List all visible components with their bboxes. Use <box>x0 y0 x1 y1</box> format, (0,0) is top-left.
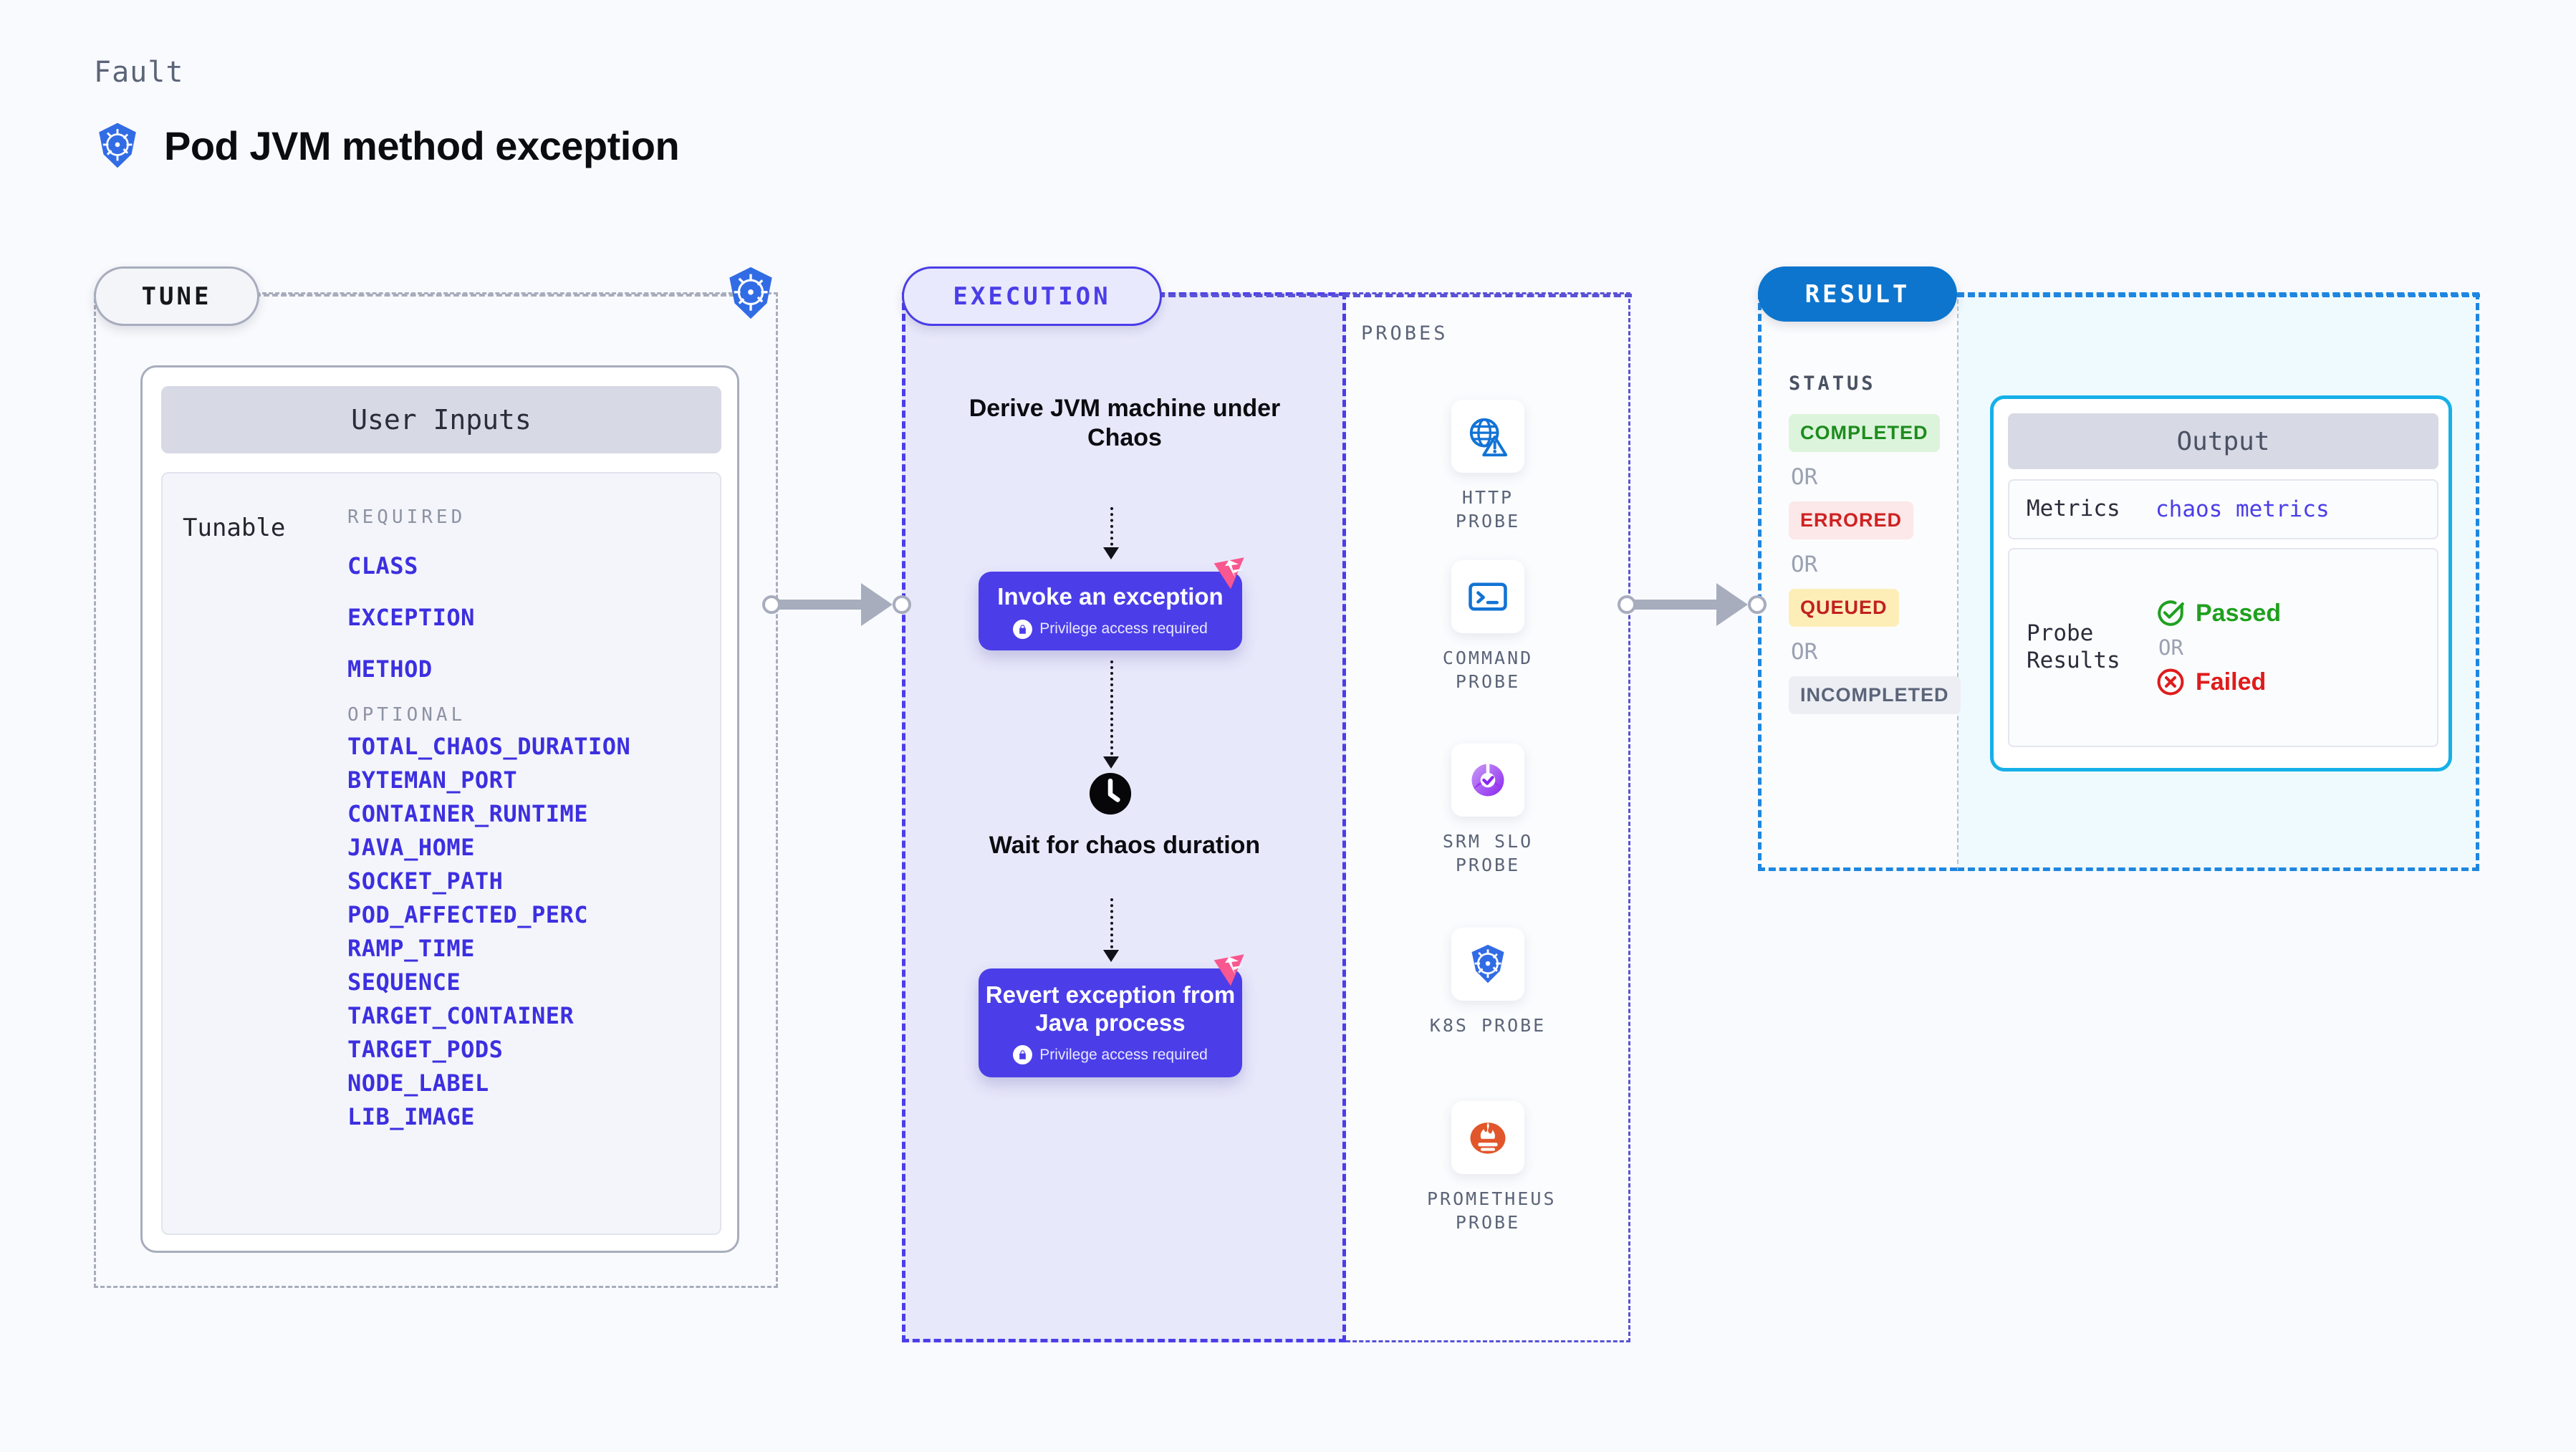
kubernetes-icon <box>1451 928 1524 1001</box>
output-metrics-key: Metrics <box>2027 496 2120 522</box>
execution-step-4-title: Revert exception from Java process <box>985 981 1236 1036</box>
list-item[interactable]: CLASS <box>347 552 418 580</box>
stage-container-tune <box>94 292 778 1288</box>
list-item[interactable]: NODE_LABEL <box>347 1069 489 1097</box>
list-item[interactable]: TARGET_CONTAINER <box>347 1002 575 1029</box>
required-group-label: REQUIRED <box>347 506 466 528</box>
list-item[interactable]: CONTAINER_RUNTIME <box>347 800 589 827</box>
status-badge: QUEUED <box>1789 589 1899 627</box>
list-item[interactable]: JAVA_HOME <box>347 834 475 861</box>
kubernetes-icon <box>99 122 136 168</box>
list-item[interactable]: SOCKET_PATH <box>347 867 504 895</box>
output-metrics-value[interactable]: chaos metrics <box>2156 496 2330 522</box>
probe-result-or-label: OR <box>2158 635 2183 660</box>
check-circle-icon <box>2158 600 2184 626</box>
litmus-logo-icon <box>1213 954 1244 986</box>
execution-header-line <box>1158 294 1632 297</box>
execution-step-2-title: Invoke an exception <box>997 583 1224 610</box>
output-card: Output Metrics chaos metrics Probe Resul… <box>1990 395 2452 771</box>
probe-item-k8s[interactable]: K8S PROBE <box>1427 928 1549 1037</box>
list-item[interactable]: TOTAL_CHAOS_DURATION <box>347 733 631 760</box>
result-header-line <box>1957 294 2480 297</box>
status-badge: INCOMPLETED <box>1789 676 1961 714</box>
fault-kicker: Fault <box>94 56 184 89</box>
status-badge: COMPLETED <box>1789 414 1940 452</box>
status-or-label: OR <box>1791 552 1818 577</box>
optional-parameter-list: TOTAL_CHAOS_DURATION BYTEMAN_PORT CONTAI… <box>347 733 706 1130</box>
output-metrics-row: Metrics chaos metrics <box>2008 479 2438 539</box>
page-title: Pod JVM method exception <box>164 122 680 168</box>
probe-label: PROMETHEUS PROBE <box>1427 1188 1557 1233</box>
slo-gauge-icon <box>1451 744 1524 817</box>
list-item[interactable]: BYTEMAN_PORT <box>347 766 518 794</box>
status-badge: ERRORED <box>1789 501 1914 539</box>
list-item[interactable]: LIB_IMAGE <box>347 1103 475 1130</box>
stage-pill-execution[interactable]: EXECUTION <box>902 266 1162 326</box>
lock-icon <box>1013 1045 1033 1065</box>
stage-pill-tune[interactable]: TUNE <box>94 266 259 326</box>
probe-label: COMMAND PROBE <box>1442 648 1534 692</box>
tunable-row-label: Tunable <box>183 514 286 542</box>
probe-item-prometheus[interactable]: PROMETHEUS PROBE <box>1427 1101 1557 1234</box>
probe-label: K8S PROBE <box>1429 1015 1547 1036</box>
globe-alert-icon <box>1451 400 1524 473</box>
tune-header-line <box>255 294 735 297</box>
output-probe-results-key: Probe Results <box>2027 620 2120 673</box>
execution-step-1-text: Derive JVM machine under Chaos <box>969 395 1281 452</box>
litmus-logo-icon <box>1213 557 1244 590</box>
user-inputs-card-body: Tunable REQUIRED CLASS EXCEPTION METHOD … <box>161 472 721 1235</box>
stage-pill-result[interactable]: RESULT <box>1758 266 1957 322</box>
status-list: COMPLETED OR ERRORED OR QUEUED OR INCOMP… <box>1789 414 1961 714</box>
list-item[interactable]: METHOD <box>347 655 433 683</box>
list-item[interactable]: TARGET_PODS <box>347 1036 504 1063</box>
prometheus-icon <box>1451 1101 1524 1174</box>
execution-step-2-note: Privilege access required <box>1013 619 1208 639</box>
user-inputs-card: User Inputs Tunable REQUIRED CLASS EXCEP… <box>140 365 739 1253</box>
probe-result-values: Passed OR Failed <box>2156 598 2281 697</box>
list-item[interactable]: SEQUENCE <box>347 968 461 996</box>
probe-item-http[interactable]: HTTP PROBE <box>1427 400 1549 533</box>
probe-item-command[interactable]: COMMAND PROBE <box>1427 560 1549 693</box>
lock-icon <box>1013 619 1033 639</box>
parameter-column: REQUIRED CLASS EXCEPTION METHOD OPTIONAL… <box>347 506 706 1130</box>
page-title-row: Pod JVM method exception <box>94 122 680 169</box>
list-item[interactable]: EXCEPTION <box>347 604 475 631</box>
execution-step-3-text: Wait for chaos duration <box>989 832 1261 859</box>
probe-result-passed: Passed <box>2156 598 2281 628</box>
probe-item-srm-slo[interactable]: SRM SLO PROBE <box>1427 744 1549 877</box>
clock-icon <box>1089 772 1132 815</box>
execution-step-4-box[interactable]: Revert exception from Java process Privi… <box>979 968 1242 1077</box>
probe-result-failed-label: Failed <box>2196 668 2267 696</box>
flow-arrow-line <box>1110 898 1113 954</box>
terminal-icon <box>1451 560 1524 633</box>
probe-result-failed: Failed <box>2156 667 2281 697</box>
probe-label: HTTP PROBE <box>1455 487 1521 532</box>
flow-arrow-head <box>1103 547 1119 559</box>
execution-step-4-note-text: Privilege access required <box>1039 1046 1208 1063</box>
optional-group-label: OPTIONAL <box>347 704 466 726</box>
output-probe-results-row: Probe Results Passed OR Failed <box>2008 548 2438 747</box>
probe-result-passed-label: Passed <box>2196 599 2282 627</box>
output-card-title: Output <box>2008 413 2438 469</box>
status-or-label: OR <box>1791 464 1818 490</box>
stage-container-execution <box>902 292 1346 1342</box>
kubernetes-icon <box>729 266 772 319</box>
execution-step-2-note-text: Privilege access required <box>1039 620 1208 638</box>
flow-arrow-line <box>1110 660 1113 761</box>
probe-label: SRM SLO PROBE <box>1442 831 1534 875</box>
list-item[interactable]: POD_AFFECTED_PERC <box>347 901 589 928</box>
probes-section-label: PROBES <box>1361 322 1448 345</box>
status-or-label: OR <box>1791 639 1818 665</box>
user-inputs-card-title: User Inputs <box>161 386 721 453</box>
flow-arrow-head <box>1103 756 1119 769</box>
required-parameter-list: CLASS EXCEPTION METHOD <box>347 552 706 683</box>
flow-arrow-line <box>1110 507 1113 552</box>
flow-arrow-head <box>1103 950 1119 962</box>
list-item[interactable]: RAMP_TIME <box>347 935 475 962</box>
x-circle-icon <box>2157 668 2184 696</box>
execution-step-4-note: Privilege access required <box>1013 1045 1208 1065</box>
stage-container-result-status <box>1758 292 1957 871</box>
status-section-label: STATUS <box>1789 372 1876 395</box>
execution-step-2-box[interactable]: Invoke an exception Privilege access req… <box>979 572 1242 650</box>
